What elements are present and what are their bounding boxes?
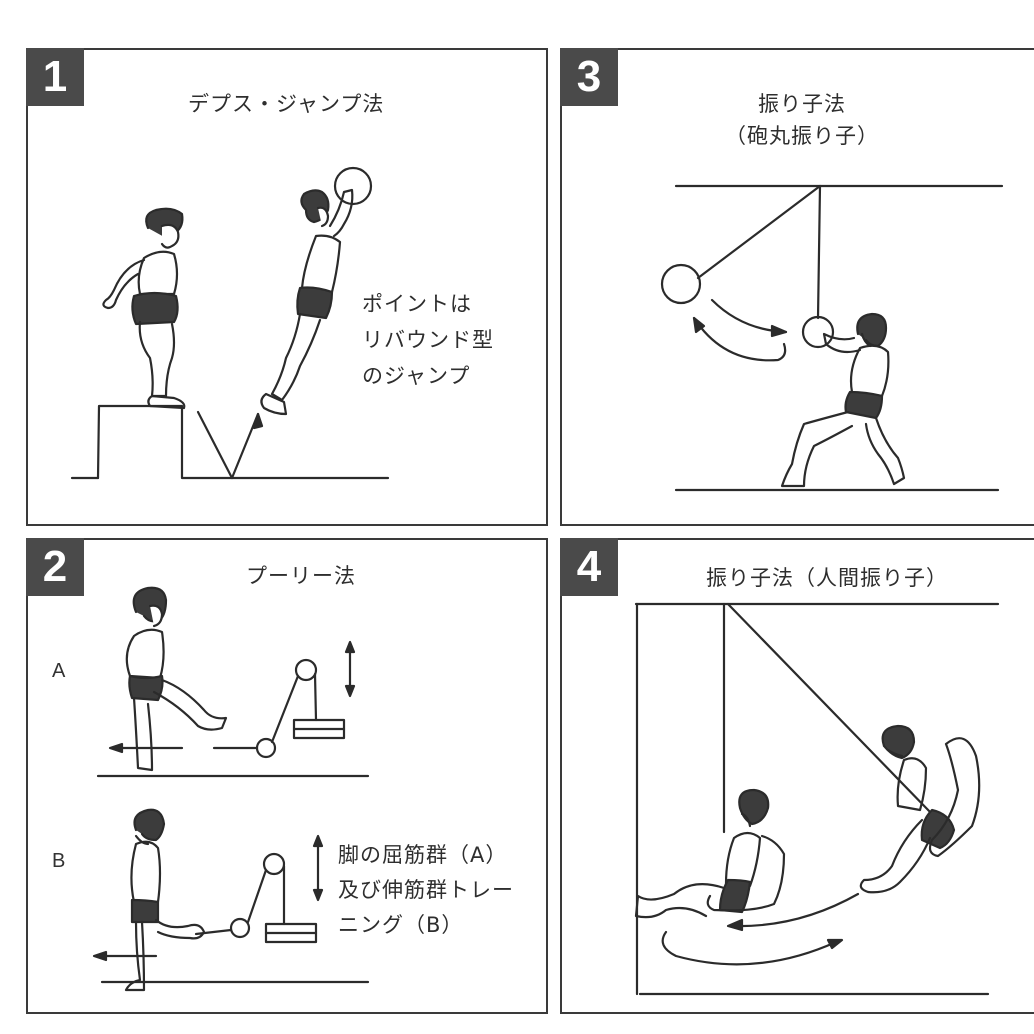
panel-title: デプス・ジャンプ法 [188,92,385,116]
panel-shot-pendulum: 3 振り子法 （砲丸振り子） [560,48,1034,526]
panel-title: 振り子法 （砲丸振り子） [712,88,892,152]
catching-athlete-icon [782,314,904,486]
panel-note: 脚の屈筋群（A） 及び伸筋群トレー ニング（B） [338,838,514,943]
label-b: B [52,850,66,872]
pulley-illustration [28,540,550,1016]
swinging-athlete-icon [636,726,979,917]
note-line: 脚の屈筋群（A） [338,843,508,867]
title-line: 振り子法 [758,92,846,116]
swing-arrows-icon [663,894,858,964]
panel-note: ポイントは リバウンド型 のジャンプ [362,286,494,394]
pulley-icon [196,854,284,937]
panel-title: プーリー法 [246,564,356,588]
panel-human-pendulum: 4 振り子法（人間振り子） [560,538,1034,1014]
left-arrow-icon [94,952,156,960]
panel-number-badge: 3 [560,48,618,106]
panel-title: 振り子法（人間振り子） [706,566,948,590]
human-pendulum-icon [724,604,932,832]
note-line: リバウンド型 [362,328,494,352]
note-line: ポイントは [362,292,472,316]
panel-number-badge: 1 [26,48,84,106]
left-arrow-icon [110,744,182,752]
double-arrow-icon [346,642,354,696]
leg-extension-athlete-icon [127,588,226,770]
panel-number-badge: 2 [26,538,84,596]
double-arrow-icon [314,836,322,900]
swing-arrows-icon [694,300,786,360]
pulley-icon [214,660,316,757]
human-pendulum-illustration [562,540,1034,1016]
panel-pulley: 2 プーリー法 A B 脚の屈筋群（A） 及び伸筋群トレー ニング（B） [26,538,548,1014]
rebound-v-arrow-icon [198,412,262,478]
standing-athlete-icon [103,209,184,408]
weight-stack-icon [294,720,344,738]
note-line: のジャンプ [362,364,471,388]
note-line: ニング（B） [338,913,464,937]
box-platform-icon [72,406,388,478]
note-line: 及び伸筋群トレー [338,878,514,902]
title-line: （砲丸振り子） [725,124,879,148]
leg-curl-athlete-icon [126,810,204,990]
ball-icon [335,168,371,204]
panel-depth-jump: 1 デプス・ジャンプ法 ポイントは リバウンド型 のジャンプ [26,48,548,526]
shot-pendulum-illustration [562,50,1034,528]
depth-jump-illustration [28,50,550,528]
label-a: A [52,660,66,682]
pendulum-shot-ball-icon [662,186,833,347]
panel-number-badge: 4 [560,538,618,596]
jumping-athlete-icon [261,168,371,414]
weight-stack-icon [266,924,316,942]
